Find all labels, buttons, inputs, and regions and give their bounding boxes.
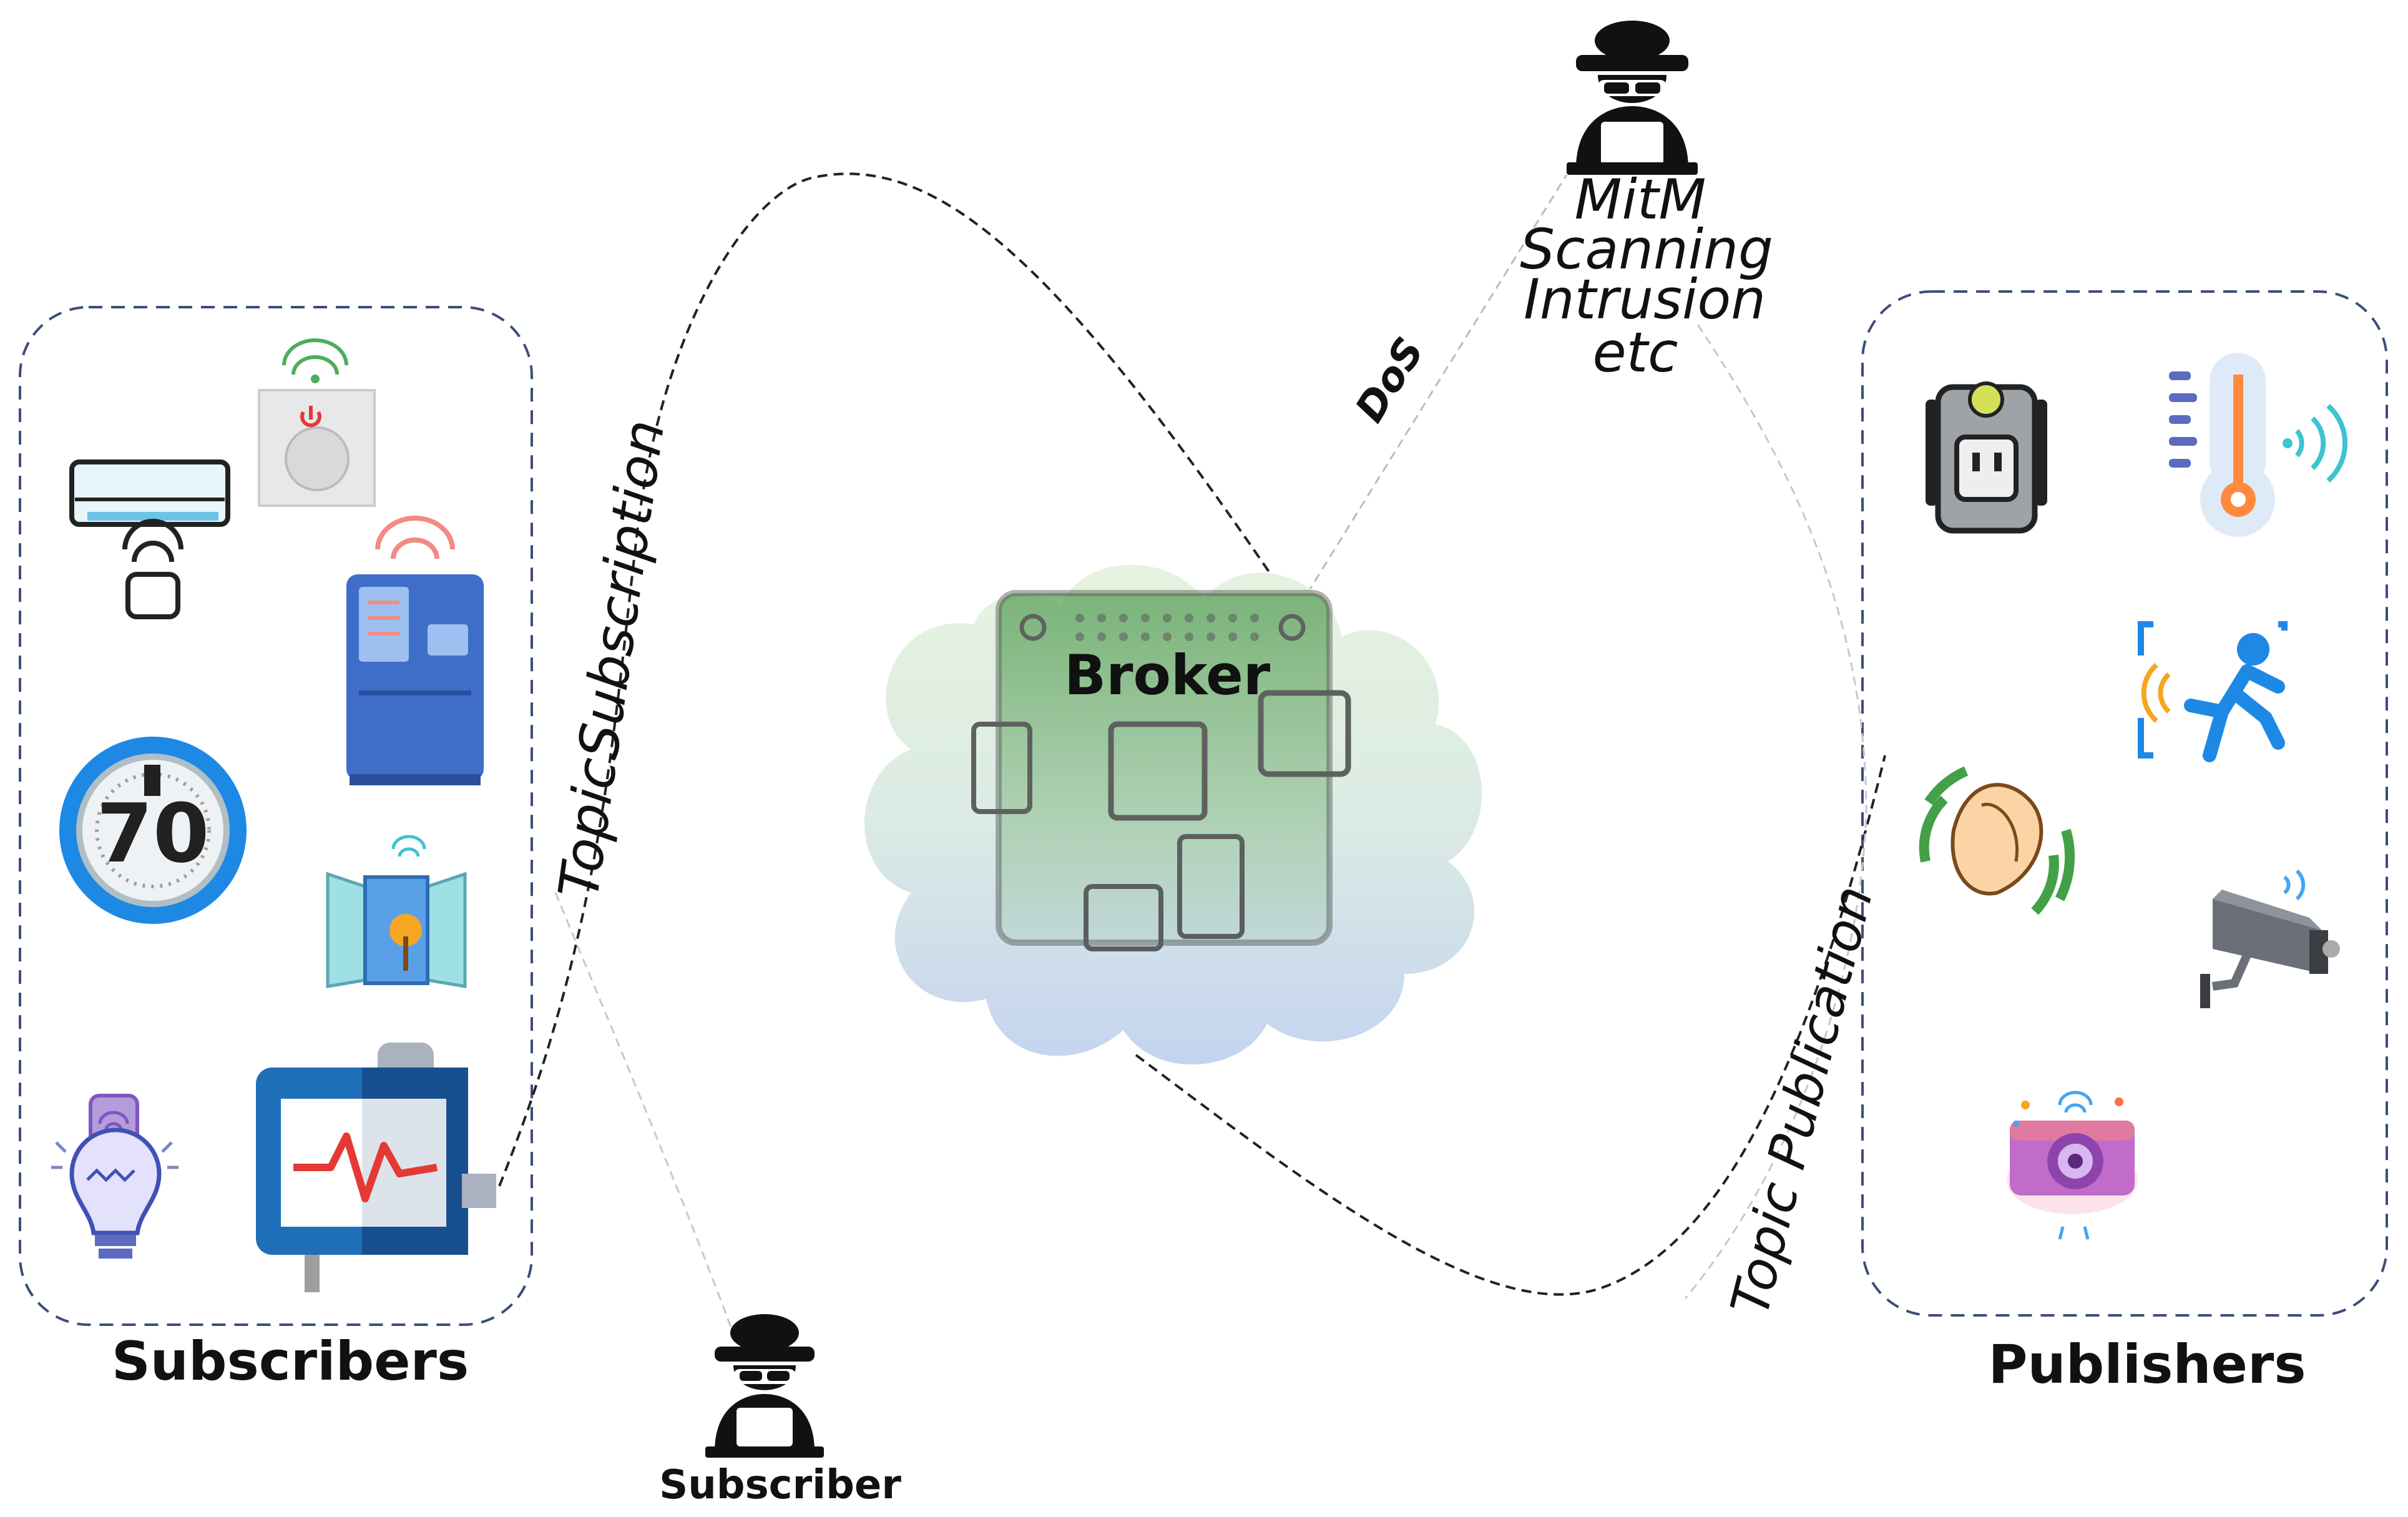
threats-label-group: MitM Scanning Intrusion etc: [1520, 167, 1773, 385]
publishers-label: Publishers: [1988, 1333, 2306, 1396]
smart-camera-icon: [2007, 1091, 2138, 1240]
thermometer-sensor-icon: [2169, 353, 2348, 537]
attack-line-to-publishers: [1684, 324, 1867, 1299]
threat-label-intrusion: Intrusion: [1524, 267, 1766, 331]
topic-subscription-label: TopicSubscription: [546, 416, 677, 902]
threat-label-mitm: MitM: [1575, 167, 1706, 232]
hacker-icon: [1567, 21, 1698, 175]
smart-window-icon: [326, 835, 467, 988]
smart-bulb-icon: [51, 1094, 179, 1259]
smart-fridge-icon: [346, 516, 484, 785]
attack-line-to-subscriber: [554, 892, 738, 1343]
topic-publication-label: Topic Publication: [1719, 880, 1884, 1321]
security-camera-icon: [2200, 869, 2340, 1008]
svg-text:70: 70: [97, 786, 210, 881]
smart-plug-icon: [258, 338, 376, 507]
broker-label: Broker: [1064, 643, 1271, 707]
dos-attack-line: [1291, 174, 1568, 619]
circuit-board-icon: [971, 590, 1351, 951]
clap-sensor-icon: [1919, 766, 2075, 915]
threat-label-etc: etc: [1592, 320, 1678, 385]
air-conditioner-icon: [69, 459, 230, 619]
hacker-icon: [705, 1314, 824, 1458]
threat-label-scanning: Scanning: [1520, 217, 1773, 282]
attacker-subscriber-label: Subscriber: [659, 1462, 901, 1508]
topic-publication-curve: [1135, 755, 1886, 1296]
timer-icon: 70: [59, 737, 247, 924]
motion-sensor-icon: [2138, 621, 2288, 762]
monitor-display-icon: [256, 1043, 496, 1292]
wifi-extender-icon: [1926, 381, 2047, 534]
subscribers-group-box: [19, 306, 533, 1326]
subscribers-label: Subscribers: [112, 1330, 469, 1393]
dos-label: DoS: [1347, 330, 1434, 431]
publishers-group-box: [1861, 290, 2388, 1317]
